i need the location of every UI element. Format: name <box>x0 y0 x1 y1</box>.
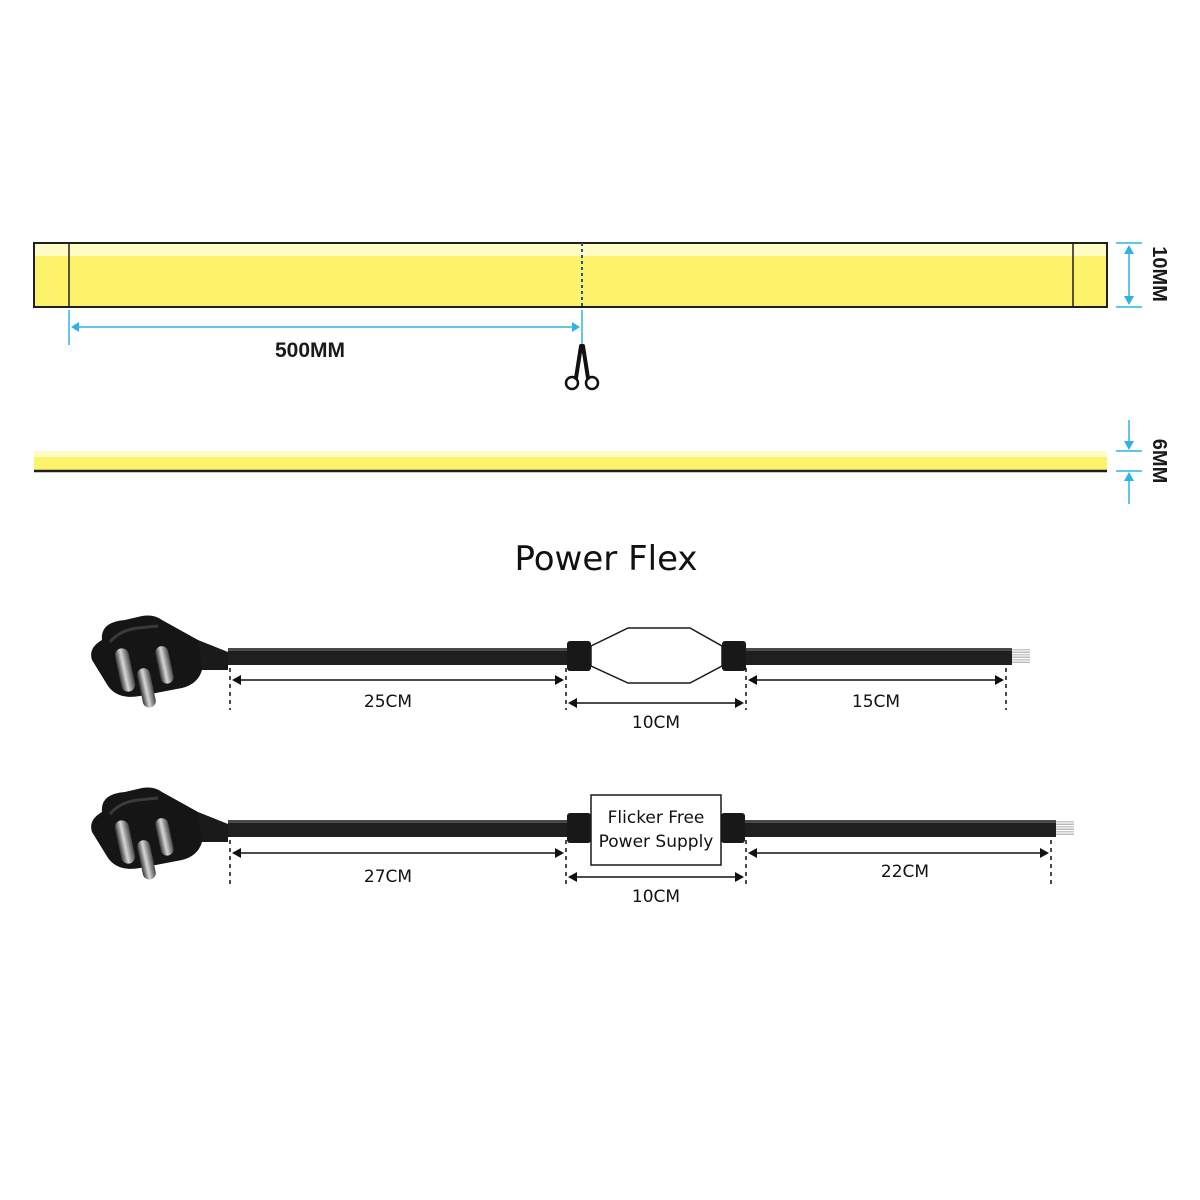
cable-a-segment-driver-label: 10CM <box>632 713 680 733</box>
power-cable-a <box>89 614 1030 711</box>
cable-b-dimensions <box>229 840 1052 884</box>
driver-label-line1: Flicker Free <box>608 808 705 828</box>
driver-module-a <box>567 627 746 684</box>
width-dimension <box>1116 242 1142 308</box>
plug-icon <box>89 614 230 711</box>
height-label: 6MM <box>1148 439 1170 483</box>
strip-side-view <box>34 451 1107 473</box>
driver-label-line2: Power Supply <box>599 832 714 852</box>
cable-a-segment-plug-label: 25CM <box>364 692 412 712</box>
cable-b-segment-driver-label: 10CM <box>632 887 680 907</box>
cable-b-segment-plug-label: 27CM <box>364 867 412 887</box>
power-cable-b: Flicker Free Power Supply <box>89 786 1074 883</box>
width-label: 10MM <box>1148 246 1170 302</box>
strip-top-view <box>33 242 1108 308</box>
height-dimension <box>1116 420 1142 504</box>
cable-a-segment-tail-label: 15CM <box>852 692 900 712</box>
scissors-icon <box>564 344 600 391</box>
cut-length-dimension <box>68 310 583 345</box>
plug-icon <box>89 786 230 883</box>
power-flex-title: Power Flex <box>514 539 697 579</box>
cable-a-dimensions <box>229 668 1007 710</box>
cut-length-label: 500MM <box>275 339 345 362</box>
cable-b-segment-tail-label: 22CM <box>881 862 929 882</box>
driver-module-b: Flicker Free Power Supply <box>567 794 745 866</box>
